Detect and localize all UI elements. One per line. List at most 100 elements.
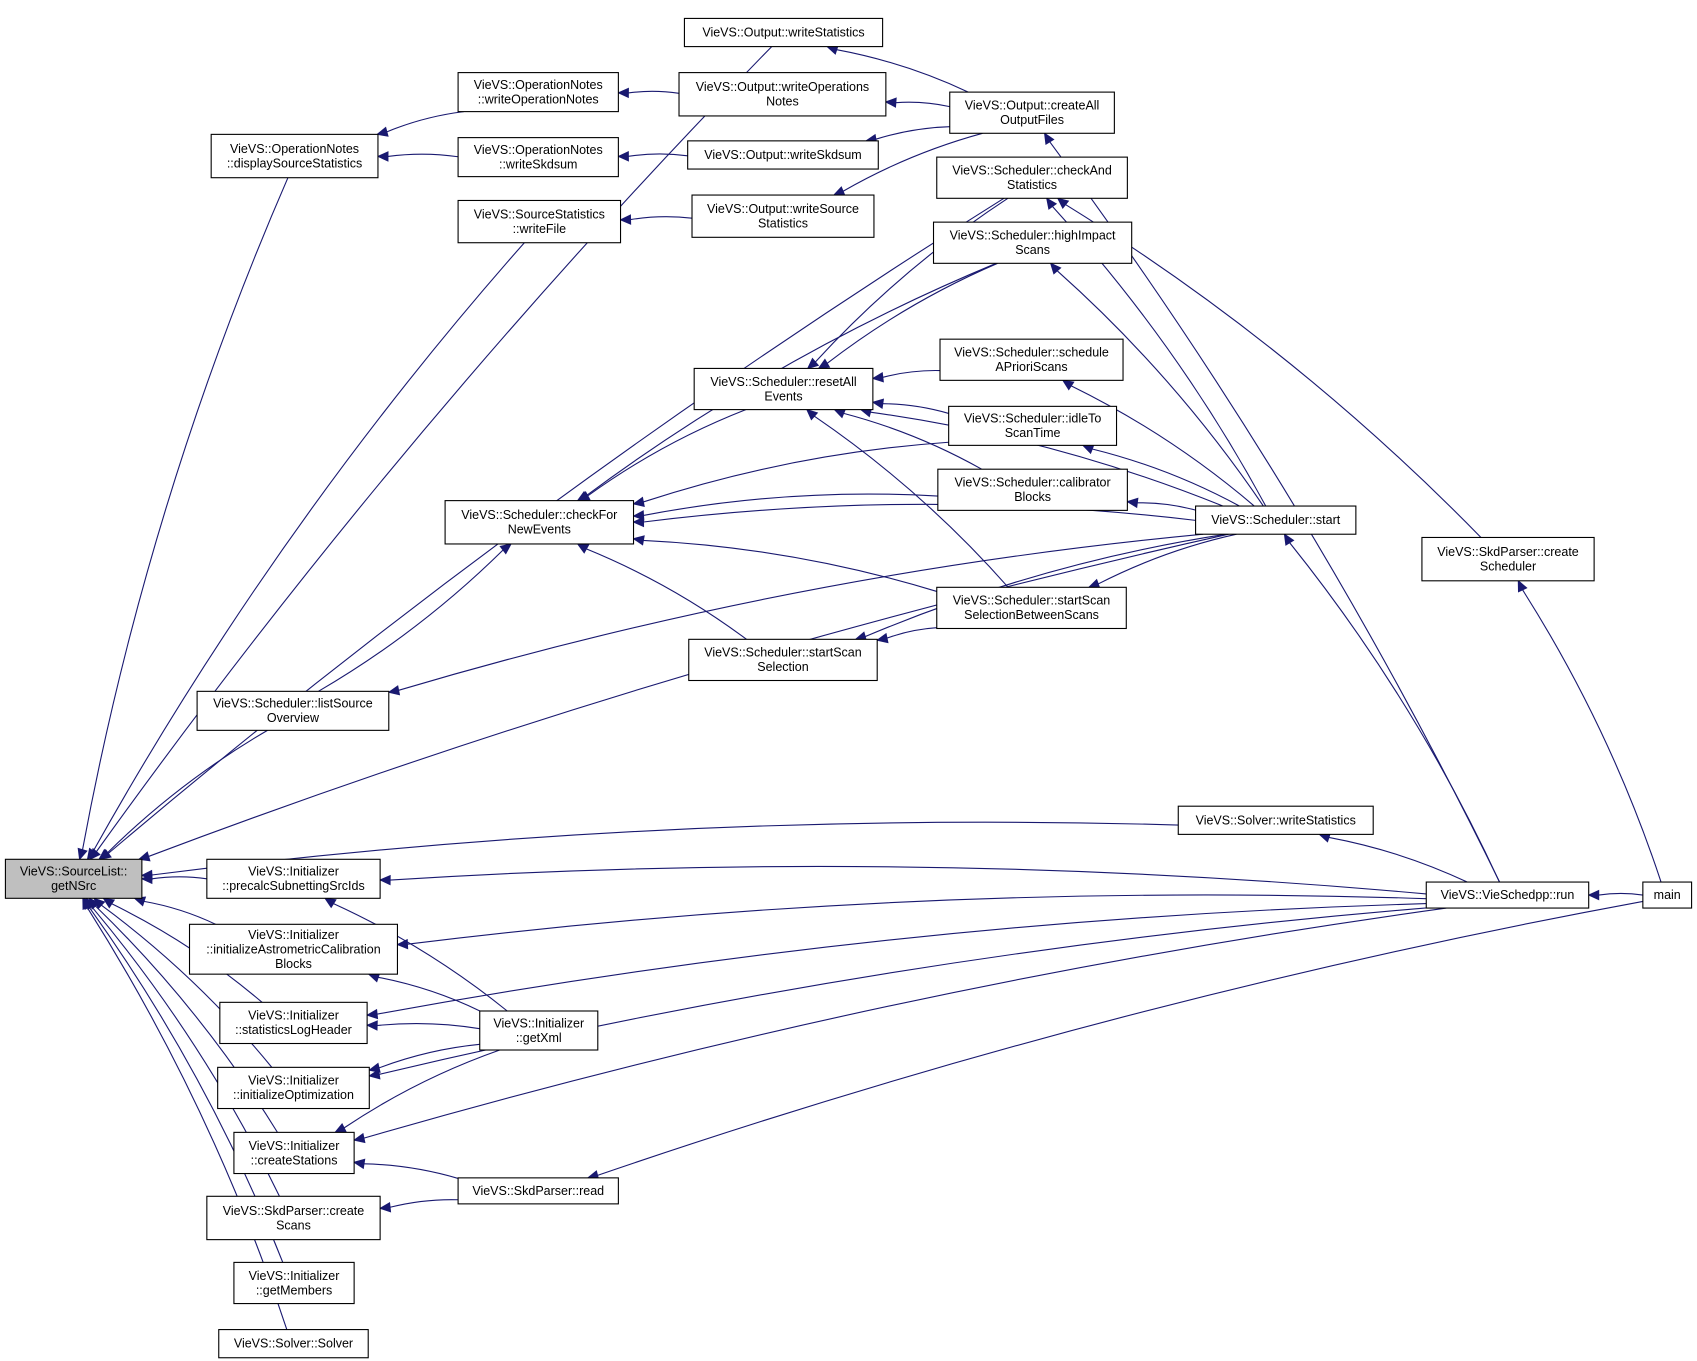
node-initializeOptimization[interactable]: VieVS::Initializer::initializeOptimizati… — [217, 1066, 370, 1110]
node-box[interactable] — [479, 1010, 599, 1051]
node-box[interactable] — [1195, 505, 1357, 535]
node-box[interactable] — [687, 140, 879, 170]
node-box[interactable] — [457, 72, 619, 113]
node-box[interactable] — [457, 199, 622, 244]
edge-line — [882, 369, 941, 378]
node-label: ::writeFile — [513, 222, 567, 236]
node-initAstroCal[interactable]: VieVS::Initializer::initializeAstrometri… — [188, 923, 398, 975]
arrow-head — [1517, 579, 1528, 593]
call-edge — [318, 543, 512, 692]
node-label: VieVS::Scheduler::calibrator — [955, 476, 1111, 490]
edge-line — [390, 865, 1427, 895]
node-box[interactable] — [217, 1066, 370, 1110]
node-box[interactable] — [233, 1261, 355, 1305]
node-box[interactable] — [1642, 881, 1693, 909]
node-createStations[interactable]: VieVS::Initializer::createStations — [233, 1131, 355, 1175]
node-box[interactable] — [444, 500, 635, 545]
edge-line — [387, 153, 459, 158]
arrow-head — [871, 372, 884, 383]
node-box[interactable] — [932, 221, 1133, 264]
node-box[interactable] — [1421, 536, 1595, 582]
call-edge — [133, 896, 216, 925]
node-box[interactable] — [693, 367, 874, 411]
node-skdParserRead[interactable]: VieVS::SkdParser::read — [457, 1177, 619, 1205]
call-edge — [576, 543, 747, 640]
node-label: VieVS::Scheduler::listSource — [213, 697, 373, 711]
node-statisticsLogHeader[interactable]: VieVS::Initializer::statisticsLogHeader — [219, 1001, 368, 1045]
node-precalcSubnetting[interactable]: VieVS::Initializer::precalcSubnettingSrc… — [206, 858, 381, 899]
node-main[interactable]: main — [1642, 881, 1693, 909]
node-displaySourceStatistics[interactable]: VieVS::OperationNotes::displaySourceStat… — [210, 133, 379, 179]
node-label: ::createStations — [251, 1153, 338, 1167]
arrow-head — [806, 357, 820, 370]
node-box[interactable] — [457, 1177, 619, 1205]
node-label: Blocks — [1014, 490, 1051, 504]
node-schedStart[interactable]: VieVS::Scheduler::start — [1195, 505, 1357, 535]
node-startScanSelectionBetweenScans[interactable]: VieVS::Scheduler::startScanSelectionBetw… — [936, 586, 1127, 630]
node-box[interactable] — [206, 858, 381, 899]
edge-line — [870, 411, 1224, 507]
node-box[interactable] — [936, 156, 1128, 199]
call-edge — [1283, 533, 1500, 883]
node-box[interactable] — [188, 923, 398, 975]
node-writeOperationNotesON[interactable]: VieVS::OperationNotes::writeOperationNot… — [457, 72, 619, 113]
node-box[interactable] — [678, 72, 887, 117]
node-solverSolver[interactable]: VieVS::Solver::Solver — [218, 1329, 369, 1359]
node-box[interactable] — [219, 1001, 368, 1045]
node-box[interactable] — [233, 1131, 355, 1175]
node-label: VieVS::Scheduler::checkFor — [461, 508, 617, 522]
node-label: VieVS::SkdParser::read — [472, 1184, 604, 1198]
node-label: VieVS::Initializer — [248, 865, 339, 879]
node-vieSchedppRun[interactable]: VieVS::VieSchedpp::run — [1425, 881, 1590, 909]
node-writeSkdsumOut[interactable]: VieVS::Output::writeSkdsum — [687, 140, 879, 170]
node-label: VieVS::OperationNotes — [474, 143, 603, 157]
node-box[interactable] — [937, 468, 1128, 511]
call-edge — [876, 627, 937, 644]
node-box[interactable] — [949, 91, 1115, 134]
edge-line — [363, 907, 1447, 1139]
node-label: ::initializeAstrometricCalibration — [206, 942, 380, 956]
node-box[interactable] — [1425, 881, 1590, 909]
edge-line — [333, 903, 508, 1012]
node-box[interactable] — [691, 194, 875, 238]
edge-line — [1070, 385, 1255, 507]
node-box[interactable] — [196, 690, 390, 731]
node-box[interactable] — [210, 133, 379, 179]
arrow-head — [365, 1008, 379, 1020]
node-box[interactable] — [206, 1195, 381, 1241]
call-edge — [375, 111, 464, 137]
arrow-head — [1061, 379, 1075, 391]
node-getXml[interactable]: VieVS::Initializer::getXml — [479, 1010, 599, 1051]
edge-line — [92, 242, 525, 852]
node-getNSrc[interactable]: VieVS::SourceList::getNSrc — [4, 858, 143, 899]
node-writeStatisticsOut[interactable]: VieVS::Output::writeStatistics — [683, 17, 884, 48]
node-box[interactable] — [936, 586, 1127, 630]
node-box[interactable] — [4, 858, 143, 899]
node-box[interactable] — [1177, 805, 1374, 835]
node-ssWriteFile[interactable]: VieVS::SourceStatistics::writeFile — [457, 199, 622, 244]
node-box[interactable] — [939, 338, 1124, 381]
node-box[interactable] — [218, 1329, 369, 1359]
node-writeSkdsumON[interactable]: VieVS::OperationNotes::writeSkdsum — [457, 137, 619, 178]
node-solverWriteStatistics[interactable]: VieVS::Solver::writeStatistics — [1177, 805, 1374, 835]
node-box[interactable] — [683, 17, 884, 48]
node-box[interactable] — [457, 137, 619, 178]
node-label: VieVS::Output::writeStatistics — [702, 26, 864, 40]
node-box[interactable] — [688, 638, 878, 682]
node-getMembers[interactable]: VieVS::Initializer::getMembers — [233, 1261, 355, 1305]
node-box[interactable] — [948, 405, 1118, 446]
